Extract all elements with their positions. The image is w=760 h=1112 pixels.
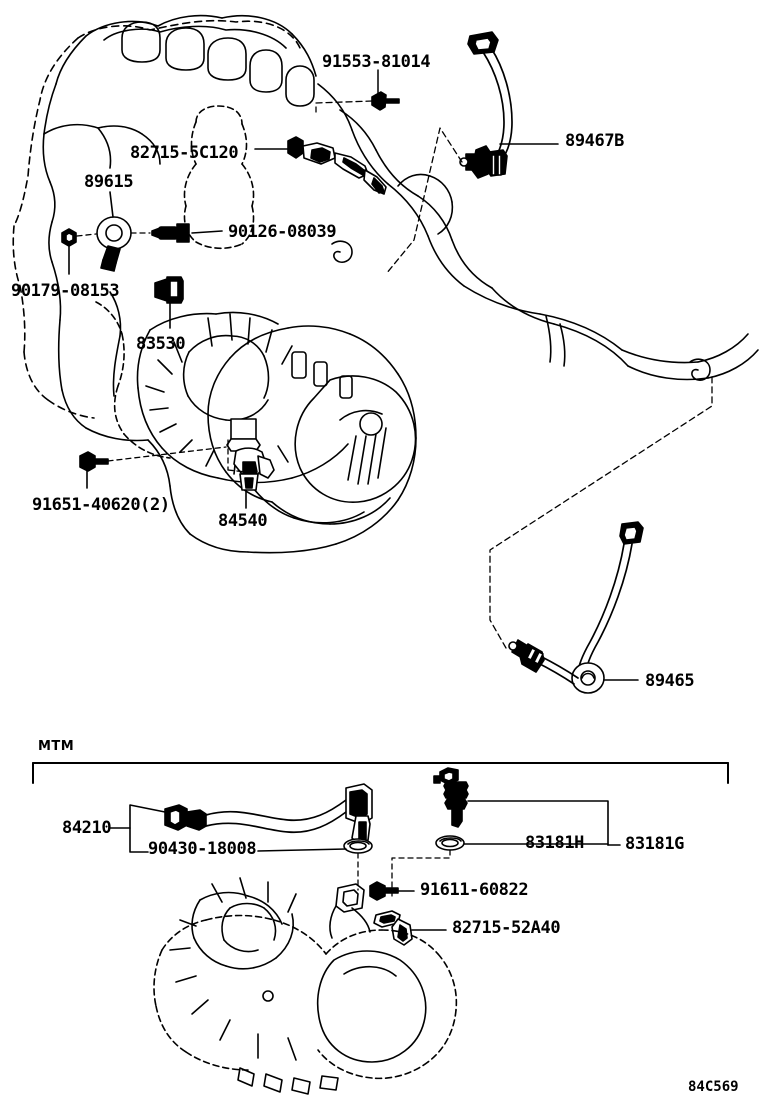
icon-vehicle-speed-sensor-83181G [433, 767, 469, 828]
label-82715-52A40: 82715-52A40 [452, 918, 561, 938]
label-91611-60822: 91611-60822 [420, 880, 529, 900]
label-90179-08153: 90179-08153 [11, 281, 120, 301]
leader-83181G [467, 800, 621, 846]
transaxle-bell-housing [109, 291, 417, 554]
icon-oxygen-sensor-89467B [459, 31, 513, 179]
label-89465: 89465 [645, 671, 695, 691]
icon-oring-83181H [435, 835, 465, 851]
label-84210: 84210 [62, 818, 112, 838]
label-91553-81014: 91553-81014 [322, 52, 431, 72]
icon-oil-switch-83530 [154, 276, 184, 304]
label-89615: 89615 [84, 172, 134, 192]
icon-clamp-82715-5C120 [287, 136, 387, 195]
exhaust-front-pipe [463, 285, 759, 381]
leader-84210 [109, 804, 166, 853]
icon-speed-sensor-84210 [164, 783, 373, 845]
transaxle-bell-housing-detail [95, 301, 171, 459]
engine-intake-manifold [42, 123, 161, 442]
leader-89615 [109, 191, 114, 218]
label-mtm-group: MTM [38, 739, 75, 754]
label-89467B: 89467B [565, 131, 625, 151]
dash-89467B [385, 127, 463, 275]
icon-neutral-switch-84540 [226, 418, 275, 491]
icon-knock-sensor-89615 [96, 216, 132, 272]
transaxle-oil-pan [249, 483, 391, 525]
pipe-upper-reference-marker [331, 240, 353, 263]
transaxle-case [136, 311, 353, 484]
label-90126-08039: 90126-08039 [228, 222, 337, 242]
icon-nut-90179 [61, 228, 77, 247]
icon-oxygen-sensor-89465 [508, 521, 644, 694]
dash-91553 [315, 100, 373, 113]
dash-84540 [227, 439, 247, 473]
pipe-reference-marker [689, 358, 711, 381]
lower-transaxle-outline [153, 914, 458, 1080]
icon-bolt-91651 [79, 451, 109, 472]
icon-bolt-91553 [371, 91, 400, 111]
label-83181H: 83181H [525, 833, 585, 853]
label-83530: 83530 [136, 334, 186, 354]
dash-90179 [76, 233, 97, 237]
icon-clamp-82715-52A40 [373, 910, 413, 946]
icon-stud-90126 [151, 223, 190, 243]
clutch-housing [294, 375, 417, 503]
exhaust-manifold [317, 83, 493, 289]
label-84540: 84540 [218, 511, 268, 531]
label-83181G: 83181G [625, 834, 685, 854]
icon-gasket-90430 [343, 838, 373, 854]
lower-transaxle-detail [169, 877, 427, 1095]
label-91651-40620: 91651-40620(2) [32, 495, 170, 515]
mtm-group-bracket [32, 762, 729, 784]
dash-91651 [107, 446, 227, 462]
leader-90430 [257, 848, 347, 852]
engine-valve-cover [43, 14, 317, 135]
leader-90126 [191, 230, 223, 234]
label-90430-18008: 90430-18008 [148, 839, 257, 859]
diagram-id-code: 84C569 [688, 1079, 739, 1095]
dash-83181H [391, 849, 451, 899]
label-82715-5C120: 82715-5C120 [130, 143, 239, 163]
dash-89465 [489, 373, 713, 649]
